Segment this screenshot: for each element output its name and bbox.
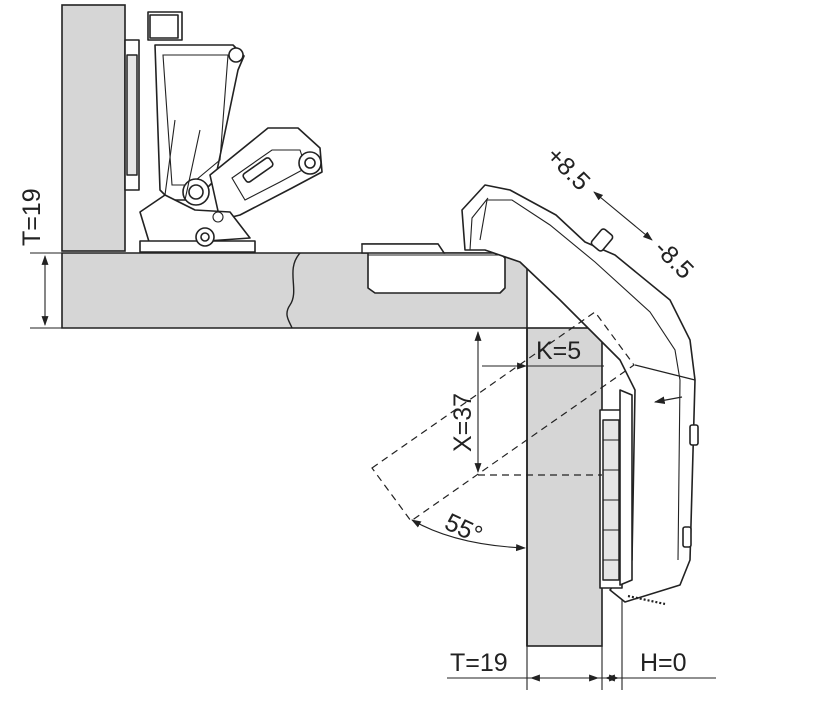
- panel-break-line: [286, 252, 301, 329]
- t-top-label: T=19: [18, 188, 46, 246]
- x-label: X=37: [449, 393, 477, 452]
- upper-hinge: [124, 11, 323, 253]
- adjustment-arrow: [593, 191, 653, 241]
- angle-arc: [411, 519, 526, 552]
- adjust-plus-label: +8.5: [541, 141, 596, 196]
- adjust-minus-label: -8.5: [649, 234, 699, 284]
- t-bottom-label: T=19: [450, 649, 508, 677]
- upper-door-panel: [61, 4, 126, 252]
- h-label: H=0: [640, 649, 687, 677]
- hinge-cup: [361, 243, 506, 294]
- cabinet-side-panel: [526, 327, 603, 647]
- angled-hinge-arm: [461, 184, 699, 606]
- k-label: K=5: [536, 337, 581, 365]
